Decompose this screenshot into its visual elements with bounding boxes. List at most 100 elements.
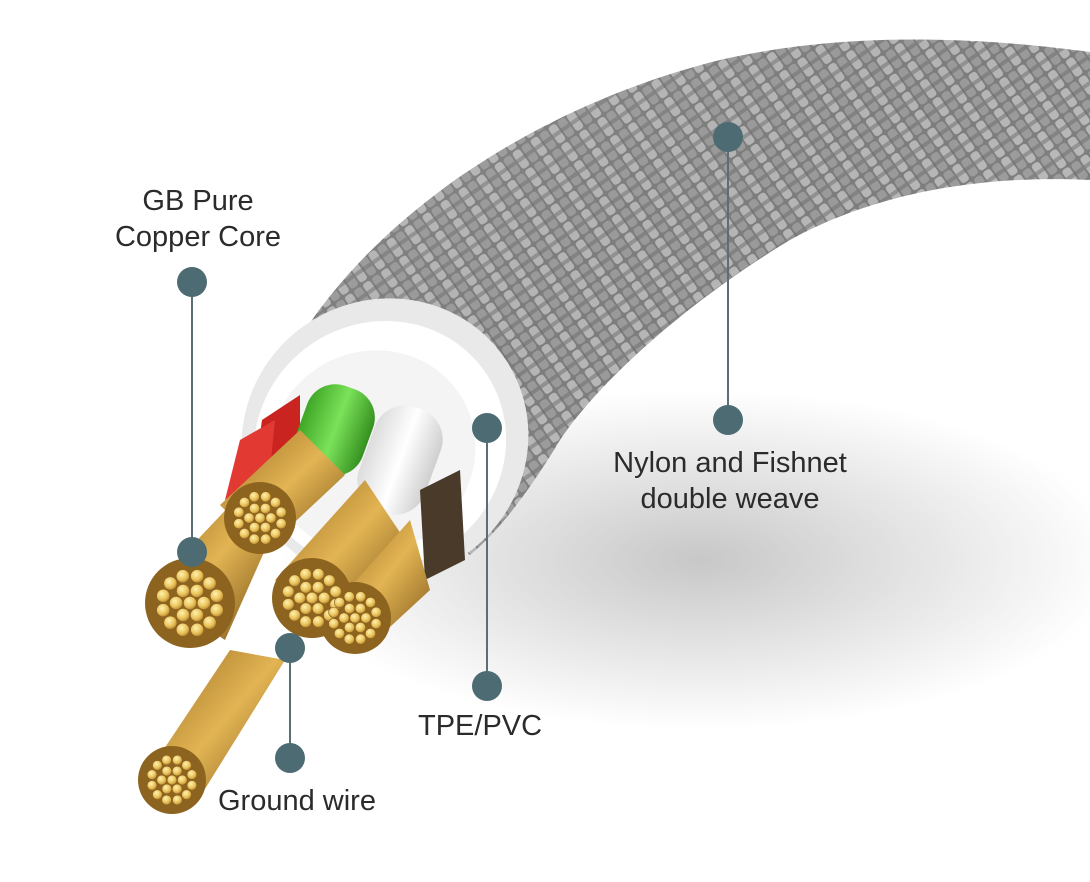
strand-end [163,576,178,591]
core-marker-bottom [177,537,207,567]
strand-end [355,633,367,645]
strand-end [181,760,192,771]
strand-end [248,491,260,503]
copper-core-label-line2: Copper Core [114,221,282,253]
insulation-marker-top [472,413,502,443]
strand-end [172,794,183,806]
core-marker-top [177,267,207,297]
strand-end [275,506,287,518]
strand-end [176,584,190,598]
strand-end [333,596,345,608]
strand-end [161,783,173,795]
strand-end [328,606,340,618]
strand-end [243,512,255,524]
strand-end [305,591,319,605]
copper-core-label-line1: GB Pure [142,185,254,217]
strand-end [202,615,217,630]
strand-end [175,622,190,637]
strand-end [328,618,340,630]
strand-end [338,612,350,624]
strand-end [169,596,184,610]
strand-end [171,783,183,795]
strand-end [329,585,342,598]
strand-end [260,491,272,503]
strand-end [343,591,355,603]
callout-markers [177,122,743,773]
strand-end [318,591,331,605]
strand-end [270,496,282,508]
strand-end [161,794,172,806]
strand-end [299,581,312,594]
insulation-marker-bottom [472,671,502,701]
strand-end [190,622,205,637]
strand-end [312,615,325,628]
strand-end [312,581,325,594]
conductor-strand-ends [146,491,382,806]
strand-end [152,789,163,800]
outer-sheath-label-line2: double weave [640,483,820,515]
strand-end [259,521,271,534]
strand-end [365,596,377,608]
strand-end [288,574,301,587]
strand-end [209,588,224,603]
strand-end [370,606,382,618]
strand-end [365,628,377,640]
strand-end [233,506,245,518]
strand-end [172,754,183,766]
strand-end [186,769,198,780]
strand-end [177,774,188,786]
strand-end [190,608,204,622]
copper-core-label: GB Pure Copper Core [100,183,296,255]
strand-end [175,569,190,584]
strand-end [249,521,261,534]
strand-end [323,574,336,587]
strand-end [360,612,372,624]
callout-leaders [191,137,729,758]
strand-end [354,602,366,615]
strand-end [293,591,306,605]
strand-end [146,780,158,791]
strand-end [282,598,295,611]
sheath-marker-bottom [713,405,743,435]
strand-end [333,628,345,640]
strand-end [233,518,245,530]
strand-end [156,603,171,618]
strand-end [370,618,382,630]
strand-end [344,621,356,634]
strand-end [190,569,205,584]
strand-end [288,609,301,622]
strand-end [156,774,167,786]
ground-marker-top [275,633,305,663]
strand-end [282,585,295,598]
strand-end [183,596,197,610]
strand-end [299,568,312,581]
strand-end [202,576,217,591]
strand-end [238,528,250,540]
strand-end [248,533,260,545]
strand-end [275,518,287,530]
ground-marker-bottom [275,743,305,773]
strand-end [238,496,250,508]
ground-wire-label: Ground wire [218,785,376,817]
strand-end [343,633,355,645]
strand-end [265,512,277,524]
strand-end [181,789,192,800]
strand-end [171,765,183,777]
sheath-marker-top [713,122,743,152]
strand-end [186,780,198,791]
strand-end [355,591,367,603]
strand-end [354,621,366,634]
strand-end [259,502,271,515]
strand-end [176,608,190,622]
strand-end [209,603,224,618]
strand-end [166,774,178,786]
strand-end [196,596,211,610]
strand-end [190,584,204,598]
strand-end [163,615,178,630]
insulation-label: TPE/PVC [418,710,543,742]
strand-end [254,512,266,524]
outer-sheath-label: Nylon and Fishnet double weave [585,445,875,517]
strand-end [312,568,325,581]
